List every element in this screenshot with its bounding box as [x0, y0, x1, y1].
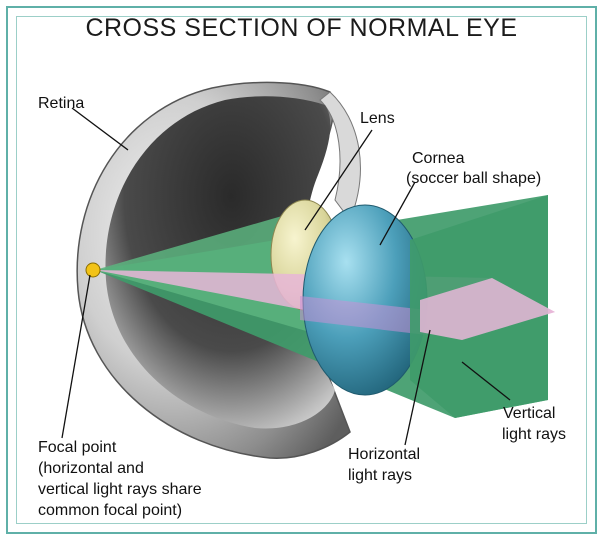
- retina-label: Retina: [38, 93, 84, 114]
- focal-point-label-line1: Focal point: [38, 437, 116, 458]
- vertical-rays-label-line2: light rays: [502, 424, 566, 445]
- focal-point-label-line3: vertical light rays share: [38, 479, 202, 500]
- vertical-rays-label-line1: Vertical: [503, 403, 555, 424]
- lens-label: Lens: [360, 108, 395, 129]
- cornea-label-line2: (soccer ball shape): [406, 168, 541, 189]
- focal-point: [86, 263, 100, 277]
- focal-point-leader-line: [62, 275, 90, 438]
- horizontal-rays-label-line1: Horizontal: [348, 444, 420, 465]
- cornea-label-line1: Cornea: [412, 148, 464, 169]
- horizontal-rays-label-line2: light rays: [348, 465, 412, 486]
- focal-point-label-line2: (horizontal and: [38, 458, 144, 479]
- focal-point-label-line4: common focal point): [38, 500, 182, 521]
- retina-leader-line: [72, 108, 128, 150]
